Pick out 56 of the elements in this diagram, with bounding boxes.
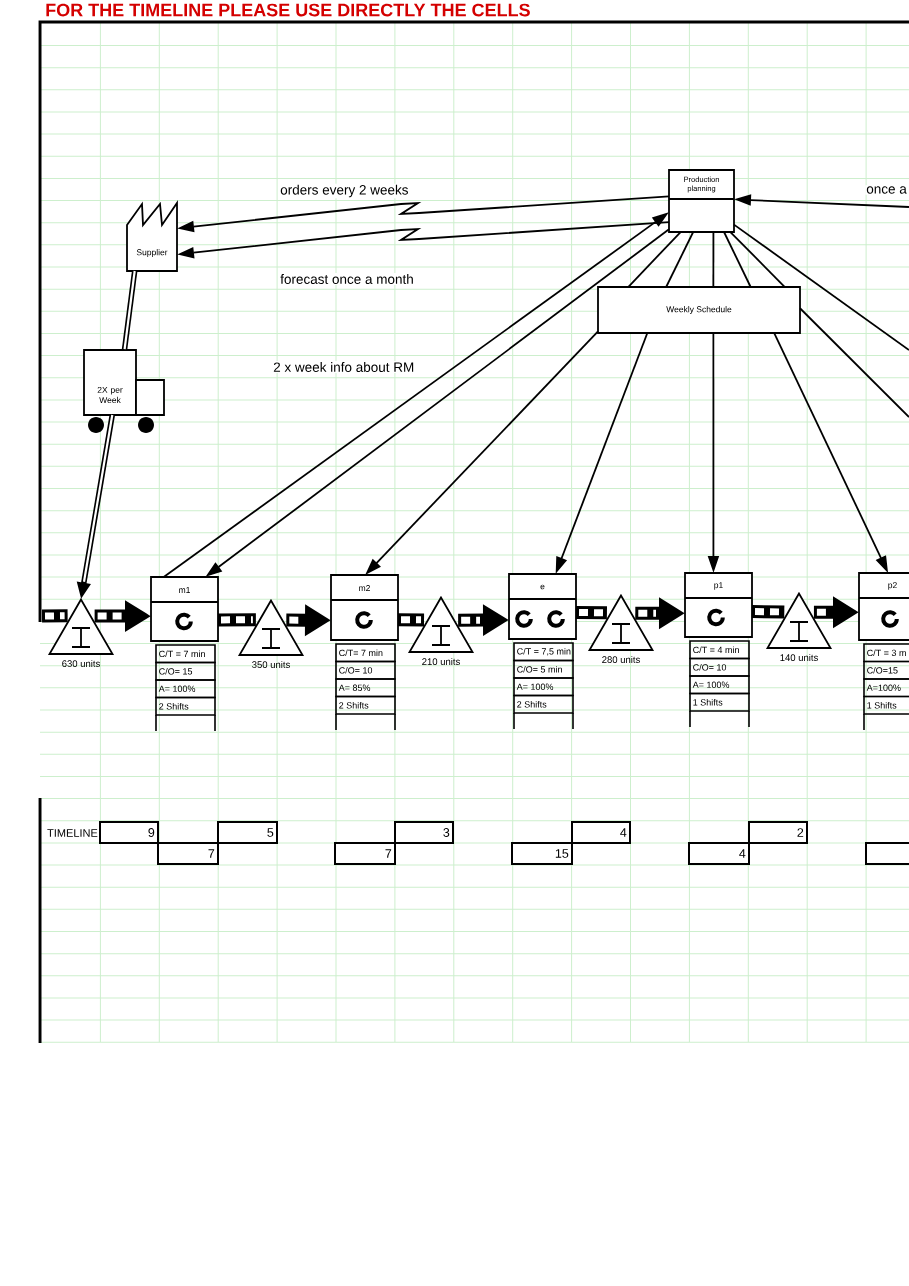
process-box: m1 [150,576,219,642]
timeline-cell: 9 [99,821,159,844]
data-row: C/T= 7 min [335,643,396,663]
timeline-cell: 4 [571,821,631,844]
schedule-box: Weekly Schedule [597,286,801,334]
process-box: p2 [858,572,909,641]
data-row: 1 Shifts [689,692,750,712]
connector-line [733,223,909,351]
data-row: 2 Shifts [513,694,574,714]
data-row: C/O= 5 min [513,659,574,679]
data-row: A= 100% [513,677,574,697]
edge-label: forecast once a month [279,273,415,285]
data-row: 2 Shifts [155,696,216,716]
data-row: C/O= 15 [155,661,216,681]
data-row: 2 Shifts [335,695,396,715]
edge-label: once a [865,185,908,195]
connector-line [627,231,682,288]
timeline-label: TIMELINE [47,829,98,837]
data-row: C/T = 7 min [155,644,216,664]
inventory-label: 280 units [602,656,640,663]
inventory-label: 140 units [780,654,818,661]
timeline-cell: 15 [511,842,573,865]
push-arrow [397,613,425,627]
timeline-cell: 5 [217,821,278,844]
timeline-cell: 4 [688,842,750,865]
data-row: A= 85% [335,678,396,698]
edge-label: 2 x week info about RM [272,361,416,373]
data-row: C/T = 3 m [863,643,909,663]
connector-line [723,231,752,288]
connector-line [799,307,909,418]
process-box: p1 [684,572,753,638]
data-row: C/T = 4 min [689,640,750,660]
inventory-label: 350 units [252,661,290,668]
data-row: A=100% [863,678,909,698]
inventory-label: 630 units [62,660,100,667]
process-box: e [508,573,577,640]
data-row: C/O=15 [863,660,909,680]
data-row: A= 100% [689,675,750,695]
timeline-cell: 3 [394,821,454,844]
push-arrow [41,609,68,623]
process-box: m2 [330,574,399,641]
inventory-label: 210 units [422,658,460,665]
data-row: C/O= 10 [689,657,750,677]
connector-line [729,231,786,288]
data-row: C/O= 10 [335,660,396,680]
data-row: 1 Shifts [863,695,909,715]
title: FOR THE TIMELINE PLEASE USE DIRECTLY THE CELLS [46,3,530,17]
data-row: A= 100% [155,679,216,699]
connector-line [712,231,715,288]
connector-line [665,231,695,288]
timeline-cell: 7 [334,842,396,865]
timeline-cell: 2 [748,821,808,844]
truck: 2X per Week [83,349,165,433]
edge-label: orders every 2 weeks [279,183,410,199]
timeline-cell: 7 [157,842,219,865]
data-row: C/T = 7,5 min [513,642,574,662]
